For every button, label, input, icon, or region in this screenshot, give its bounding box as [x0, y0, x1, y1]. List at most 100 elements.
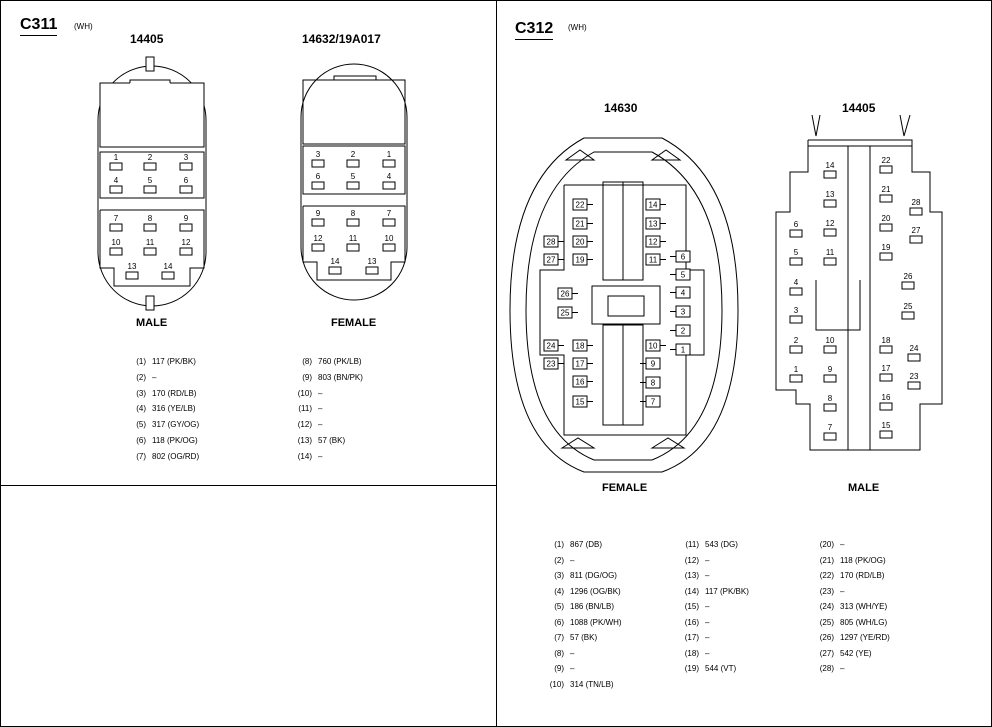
- c311-female-pin-13-label: 13: [368, 257, 377, 266]
- c311-male-pin-13-label: 13: [128, 262, 137, 271]
- c312-male-pin-27-terminal: [909, 235, 923, 244]
- c312-female-pin-24-label: 24: [547, 342, 556, 351]
- legend-circuit: 1297 (YE/RD): [840, 633, 890, 642]
- c312-legend-row: (6)1088 (PK/WH): [540, 618, 621, 634]
- c311-legend-row: (12)–: [294, 420, 363, 436]
- c312-legend-row: (11)543 (DG): [675, 540, 749, 556]
- legend-pin-number: (19): [684, 664, 699, 673]
- c312-male-pin-3-label: 3: [794, 306, 799, 315]
- c312-male-pin-3-terminal: [789, 315, 803, 324]
- c312-male-pin-14-label: 14: [826, 161, 835, 170]
- c312-female-pin-16-label: 16: [576, 378, 585, 387]
- c311-female-pin-14-label: 14: [331, 257, 340, 266]
- c311-legend-row: (11)–: [294, 404, 363, 420]
- c312-female-pin-7-label: 7: [651, 398, 656, 407]
- legend-pin-number: (3): [136, 388, 146, 398]
- c312-female-pin-1-label: 1: [681, 346, 686, 355]
- c312-legend-row: (18)–: [675, 649, 749, 665]
- c311-female-pin-1-terminal: [382, 159, 396, 168]
- c312-male-pin-16-label: 16: [882, 393, 891, 402]
- c312-male-pin-21-terminal: [879, 194, 893, 203]
- legend-pin-number: (22): [819, 571, 834, 580]
- legend-pin-number: (16): [684, 617, 699, 627]
- legend-circuit: 1296 (OG/BK): [570, 586, 621, 596]
- c311-female-pin-7-label: 7: [387, 209, 392, 218]
- legend-circuit: 802 (OG/RD): [152, 451, 200, 461]
- c312-legend-row: (1)867 (DB): [540, 540, 622, 556]
- c312-male-pin-6-terminal: [789, 229, 803, 238]
- legend-pin-number: (20): [819, 540, 834, 549]
- c312-female-pin-12-label: 12: [649, 238, 658, 247]
- c312-female-pin-19-label: 19: [576, 256, 585, 265]
- c311-female-pin-11-label: 11: [349, 234, 358, 243]
- c312-legend-column-1: (1)867 (DB)(2)–(3)811 (DG/OG)(4)1296 (OG…: [540, 540, 622, 695]
- c311-legend-row: (1)117 (PK/BK): [128, 357, 199, 373]
- legend-pin-number: (6): [136, 435, 146, 445]
- c311-legend-row: (6)118 (PK/OG): [128, 436, 199, 452]
- c312-male-pin-20-terminal: [879, 223, 893, 232]
- c311-female-part-number: 14632/19A017: [302, 32, 381, 46]
- c312-legend-row: (4)1296 (OG/BK): [540, 587, 622, 603]
- c312-male-pin-17-label: 17: [882, 364, 891, 373]
- legend-pin-number: (26): [819, 633, 834, 642]
- legend-pin-number: (15): [684, 602, 699, 611]
- c311-female-pin-6-label: 6: [316, 172, 321, 181]
- c312-legend-row: (28)–: [810, 664, 890, 680]
- c312-male-pin-4-terminal: [789, 287, 803, 296]
- c311-male-pin-14-label: 14: [164, 262, 173, 271]
- c312-female-pin-21-label: 21: [576, 220, 585, 229]
- c312-legend-row: (21)118 (PK/OG): [810, 556, 890, 572]
- c312-male-pin-2-label: 2: [794, 336, 799, 345]
- c311-female-pin-1-label: 1: [387, 150, 392, 159]
- legend-circuit: 544 (VT): [705, 664, 737, 673]
- c312-male-connector-outline: [775, 114, 943, 451]
- c311-male-pin-1-terminal: [109, 162, 123, 171]
- c312-male-pin-2-terminal: [789, 345, 803, 354]
- legend-circuit: 316 (YE/LB): [152, 404, 196, 414]
- c312-male-pin-1-label: 1: [794, 365, 799, 374]
- legend-circuit: –: [705, 571, 710, 580]
- c312-female-pin-8-label: 8: [651, 379, 656, 388]
- c312-legend-row: (10)314 (TN/LB): [540, 680, 622, 696]
- c311-male-part-number: 14405: [130, 32, 164, 46]
- legend-pin-number: (3): [554, 571, 564, 580]
- c311-female-label: FEMALE: [331, 317, 377, 329]
- legend-circuit: –: [705, 555, 710, 565]
- legend-circuit: –: [318, 404, 323, 414]
- c311-male-pin-5-terminal: [143, 185, 157, 194]
- c311-male-pin-1-label: 1: [114, 153, 119, 162]
- c312-male-pin-26-label: 26: [904, 272, 913, 281]
- c311-female-pin-12-label: 12: [314, 234, 323, 243]
- legend-circuit: 117 (PK/BK): [152, 357, 196, 366]
- c311-female-pin-3-terminal: [311, 159, 325, 168]
- legend-circuit: 803 (BN/PK): [318, 372, 363, 382]
- c312-male-pin-5-terminal: [789, 257, 803, 266]
- c312-male-pin-15-label: 15: [882, 421, 891, 430]
- c311-female-pin-9-label: 9: [316, 209, 321, 218]
- c311-female-pin-5-terminal: [346, 181, 360, 190]
- c312-male-pin-12-label: 12: [826, 219, 835, 228]
- c311-legend-column-1: (1)117 (PK/BK)(2)–(3)170 (RD/LB)(4)316 (…: [128, 357, 199, 468]
- c312-male-pin-22-terminal: [879, 165, 893, 174]
- c311-female-pin-9-terminal: [311, 218, 325, 227]
- c312-legend-row: (13)–: [675, 571, 749, 587]
- c312-female-pin-27-label: 27: [547, 256, 556, 265]
- legend-pin-number: (18): [684, 648, 699, 658]
- legend-circuit: 811 (DG/OG): [570, 571, 617, 580]
- legend-pin-number: (13): [297, 435, 312, 445]
- c312-male-pin-18-label: 18: [882, 336, 891, 345]
- c312-male-pin-19-label: 19: [882, 243, 891, 252]
- c311-male-pin-7-label: 7: [114, 214, 119, 223]
- legend-pin-number: (11): [298, 404, 312, 414]
- legend-pin-number: (1): [554, 540, 564, 549]
- c312-male-pin-27-label: 27: [912, 226, 921, 235]
- legend-circuit: 57 (BK): [570, 633, 598, 642]
- c312-male-pin-8-terminal: [823, 403, 837, 412]
- legend-pin-number: (2): [554, 555, 564, 565]
- c311-male-pin-11-terminal: [143, 247, 157, 256]
- legend-circuit: –: [705, 617, 710, 627]
- c312-male-pin-9-terminal: [823, 374, 837, 383]
- c312-male-pin-23-terminal: [907, 381, 921, 390]
- c312-legend-row: (16)–: [675, 618, 749, 634]
- c311-male-pin-3-terminal: [179, 162, 193, 171]
